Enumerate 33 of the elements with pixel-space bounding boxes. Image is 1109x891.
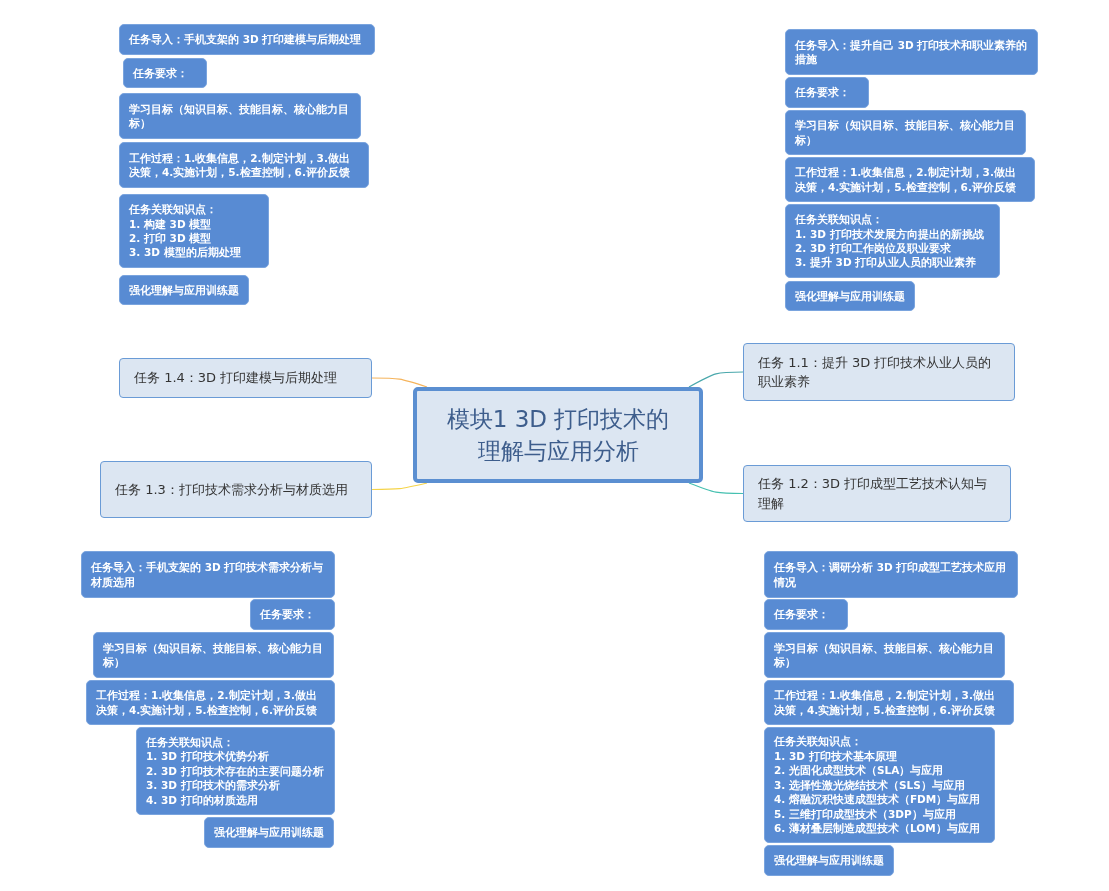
detail-box: 学习目标（知识目标、技能目标、核心能力目标） — [119, 93, 361, 139]
detail-box: 任务要求： — [764, 599, 848, 630]
detail-box: 工作过程：1.收集信息，2.制定计划，3.做出决策，4.实施计划，5.检查控制，6.评价反馈 — [119, 142, 369, 188]
detail-box: 工作过程：1.收集信息，2.制定计划，3.做出决策，4.实施计划，5.检查控制，6.评价反馈 — [764, 680, 1014, 725]
connector-line — [371, 377, 428, 388]
detail-box: 任务关联知识点： 1. 3D 打印技术优势分析 2. 3D 打印技术存在的主要问题分析 3. 3D 打印技术的需求分析 4. 3D 打印的材质选用 — [136, 727, 335, 815]
connector-line — [688, 482, 744, 495]
detail-box: 强化理解与应用训练题 — [204, 817, 334, 848]
detail-box: 任务要求： — [785, 77, 869, 108]
detail-box: 任务关联知识点： 1. 构建 3D 模型 2. 打印 3D 模型 3. 3D 模型的后期处理 — [119, 194, 269, 268]
task-box: 任务 1.1：提升 3D 打印技术从业人员的职业素养 — [743, 343, 1015, 401]
detail-box: 强化理解与应用训练题 — [119, 275, 249, 305]
connector-line — [688, 371, 744, 388]
detail-box: 任务导入：提升自己 3D 打印技术和职业素养的措施 — [785, 29, 1038, 75]
detail-box: 学习目标（知识目标、技能目标、核心能力目标） — [785, 110, 1026, 155]
detail-box: 任务要求： — [250, 599, 335, 630]
detail-box: 任务导入：调研分析 3D 打印成型工艺技术应用情况 — [764, 551, 1018, 598]
detail-box: 强化理解与应用训练题 — [764, 845, 894, 876]
detail-box: 任务要求： — [123, 58, 207, 88]
task-box: 任务 1.4：3D 打印建模与后期处理 — [119, 358, 372, 398]
detail-box: 学习目标（知识目标、技能目标、核心能力目标） — [764, 632, 1005, 678]
detail-box: 强化理解与应用训练题 — [785, 281, 915, 311]
task-box: 任务 1.3：打印技术需求分析与材质选用 — [100, 461, 372, 518]
detail-box: 工作过程：1.收集信息，2.制定计划，3.做出决策，4.实施计划，5.检查控制，6.评价反馈 — [86, 680, 335, 725]
detail-box: 任务导入：手机支架的 3D 打印技术需求分析与材质选用 — [81, 551, 335, 598]
task-box: 任务 1.2：3D 打印成型工艺技术认知与理解 — [743, 465, 1011, 522]
central-topic: 模块1 3D 打印技术的理解与应用分析 — [413, 387, 703, 483]
connector-line — [371, 482, 428, 491]
detail-box: 任务导入：手机支架的 3D 打印建模与后期处理 — [119, 24, 375, 55]
detail-box: 任务关联知识点： 1. 3D 打印技术发展方向提出的新挑战 2. 3D 打印工作岗位及职业要求 3. 提升 3D 打印从业人员的职业素养 — [785, 204, 1000, 278]
detail-box: 任务关联知识点： 1. 3D 打印技术基本原理 2. 光固化成型技术（SLA）与应用 3. 选择性激光烧结技术（SLS）与应用 4. 熔融沉积快速成型技术（FDM）与应用 5. 三维打印成型技术（3DP）与应用 6. 薄材叠层制造成型技术（LOM）与应用 — [764, 727, 995, 843]
detail-box: 学习目标（知识目标、技能目标、核心能力目标） — [93, 632, 334, 678]
detail-box: 工作过程：1.收集信息，2.制定计划，3.做出决策，4.实施计划，5.检查控制，6.评价反馈 — [785, 157, 1035, 202]
